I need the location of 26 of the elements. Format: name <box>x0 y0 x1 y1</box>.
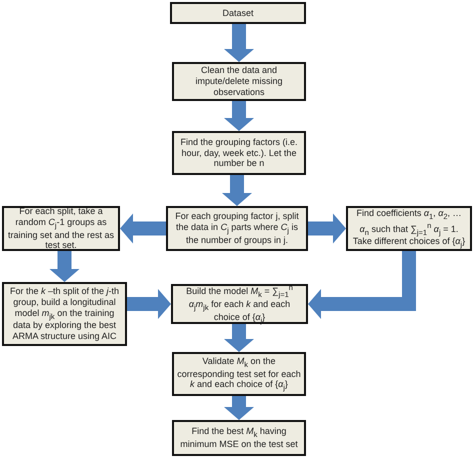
process-box <box>2 282 127 346</box>
block-arrow <box>224 396 254 420</box>
process-box <box>172 131 306 175</box>
block-arrow <box>224 24 254 62</box>
process-box <box>172 62 306 101</box>
box-text: Clean the data and impute/delete missing observations <box>194 65 284 98</box>
box-text: Dataset <box>222 8 254 18</box>
block-arrow <box>120 214 166 244</box>
block-arrow <box>224 101 254 131</box>
block-arrow <box>308 251 416 319</box>
box-text: For each split, take a random C$_{j}$-1 groups as training set and the rest as test set. <box>7 206 115 252</box>
box-text: Find the best M$_{k}$ having minimum MSE on the test set <box>179 426 299 450</box>
box-text: Find coefficients α$_{1}$, α$_{2}$, … α$_{n}$ such that ∑$_{j=1}$$^{n}$ α$_{j}$ = 1. Take different choices of {α$_{j}$} <box>352 208 466 250</box>
block-arrow <box>127 289 171 319</box>
process-box <box>171 284 308 324</box>
box-text: For each grouping factor j, split the data in C$_{j}$ parts where C$_{j}$ is the number of groups in j. <box>174 211 300 246</box>
box-text: Find the grouping factors (i.e. hour, day, week etc.). Let the number be n <box>179 136 299 170</box>
block-arrow <box>224 324 254 352</box>
block-arrow <box>308 214 346 244</box>
box-text: For the k –th split of the j-th group, build a longitudinal model m$_{jk}$ on the training data by exploring the best ARMA structure using AIC <box>8 286 120 342</box>
process-box <box>172 420 306 456</box>
process-box <box>170 2 306 24</box>
process-box <box>166 206 308 251</box>
box-text: Validate M$_{k}$ on the corresponding test set for each k and each choice of {α$_{j}$} <box>177 356 301 392</box>
block-arrow <box>222 175 252 206</box>
block-arrow <box>50 251 80 282</box>
